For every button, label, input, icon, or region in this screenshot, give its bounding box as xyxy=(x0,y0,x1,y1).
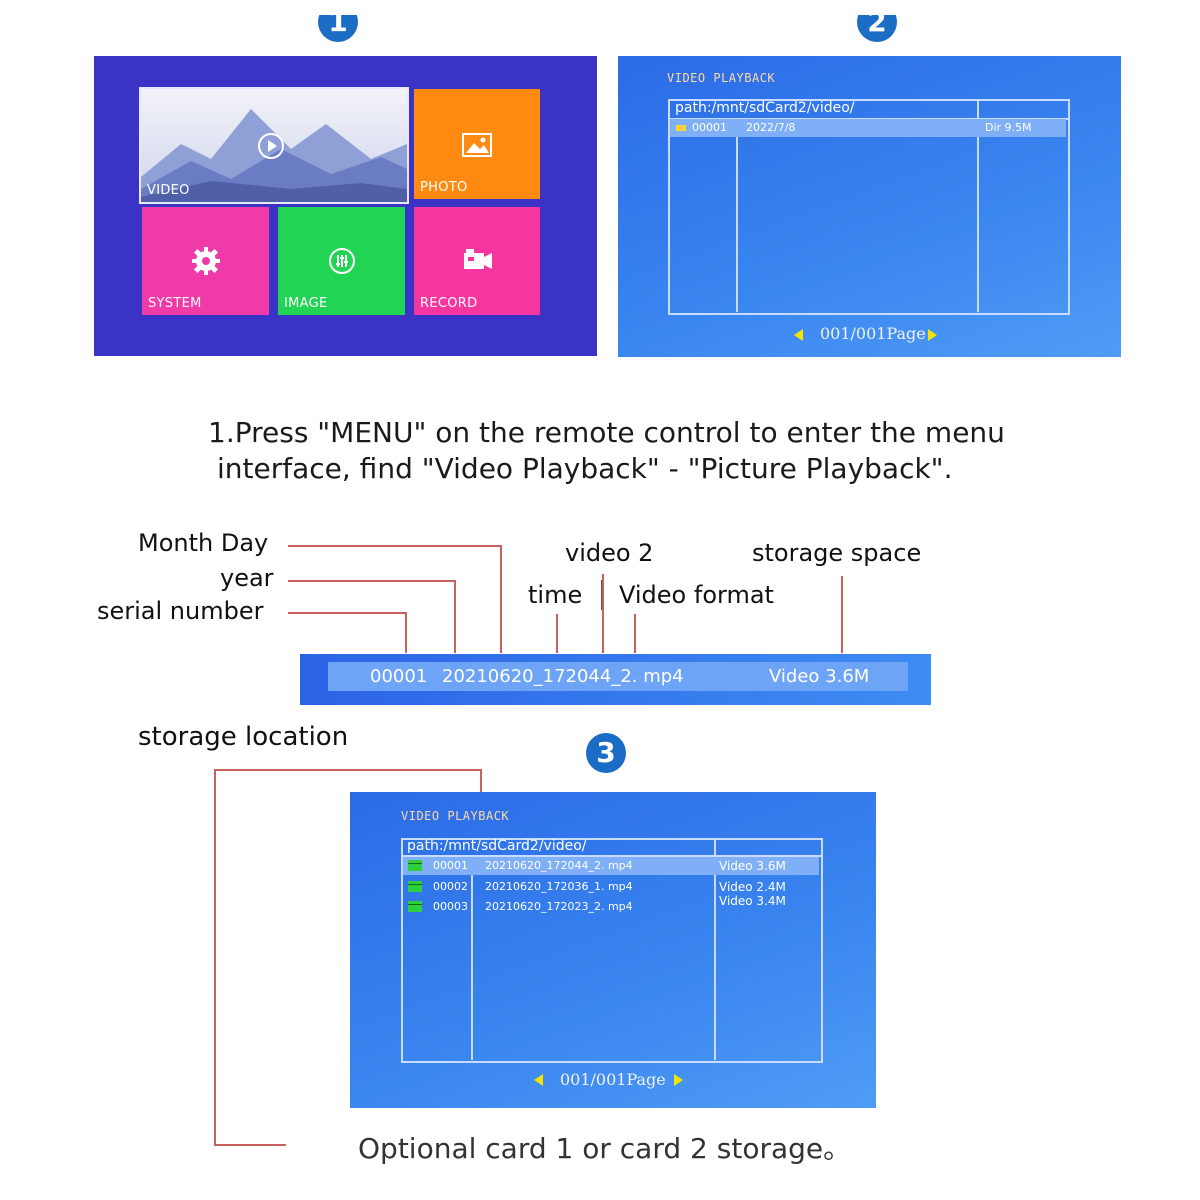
row-index: 00001 xyxy=(433,859,468,872)
file-row[interactable]: 00001 2022/7/8 Dir 9.5M xyxy=(670,119,1066,137)
row-name: 20210620_172044_2. mp4 xyxy=(485,859,633,872)
file-entry-example: 00001 20210620_172044_2. mp4 Video 3.6M xyxy=(300,654,931,705)
file-entry-name: 20210620_172044_2. mp4 xyxy=(442,666,684,687)
file-row[interactable]: 00002 20210620_172036_1. mp4 Video 2.4M xyxy=(403,878,819,896)
leader-line-year xyxy=(454,580,456,653)
row-info: Video 2.4M xyxy=(719,880,786,894)
label-year: year xyxy=(220,564,274,592)
tile-image[interactable]: IMAGE xyxy=(278,207,405,315)
tile-record-label: RECORD xyxy=(420,296,478,311)
mountain-scene-icon xyxy=(141,109,407,202)
tile-video-label: VIDEO xyxy=(147,183,190,198)
tile-system[interactable]: SYSTEM xyxy=(142,207,269,315)
leader-line-year xyxy=(288,580,456,582)
column-divider xyxy=(736,119,738,312)
tile-image-label: IMAGE xyxy=(284,296,328,311)
row-info: Video 3.4M xyxy=(719,894,786,908)
label-month-day: Month Day xyxy=(138,529,269,557)
tile-record[interactable]: RECORD xyxy=(414,207,540,315)
page-prev-icon[interactable] xyxy=(534,1074,543,1086)
tile-photo[interactable]: PHOTO xyxy=(414,89,540,199)
label-time: time xyxy=(528,581,583,609)
page-indicator: 001/001Page xyxy=(820,324,926,343)
leader-line-time xyxy=(556,614,558,653)
column-divider xyxy=(977,99,979,312)
row-index: 00002 xyxy=(433,880,468,893)
leader-line-serial xyxy=(288,612,407,614)
page-next-icon[interactable] xyxy=(928,329,937,341)
leader-line-month-day xyxy=(288,545,502,547)
playback-title: VIDEO PLAYBACK xyxy=(667,71,776,85)
leader-line-video-2 xyxy=(602,574,604,653)
label-video-2: video 2 xyxy=(565,539,654,567)
step-3-number: 3 xyxy=(596,736,616,769)
leader-line-storage-location xyxy=(214,1144,286,1146)
main-menu-panel: VIDEO PHOTO SYSTEM xyxy=(94,56,597,356)
step-1-number: 1 xyxy=(328,5,348,38)
video-playback-panel-files: VIDEO PLAYBACK path:/mnt/sdCard2/video/ … xyxy=(350,792,876,1108)
step-1-badge: 1 xyxy=(318,5,358,42)
path-label: path:/mnt/sdCard2/video/ xyxy=(675,100,855,116)
file-list-frame xyxy=(668,99,1070,315)
video-file-icon xyxy=(408,881,422,892)
label-storage-space: storage space xyxy=(752,539,922,567)
video-playback-panel-folder: VIDEO PLAYBACK path:/mnt/sdCard2/video/ … xyxy=(618,56,1121,357)
file-list-frame xyxy=(401,838,823,1063)
step-2-number: 2 xyxy=(867,5,887,38)
camera-icon xyxy=(464,249,492,269)
leader-line-video-format xyxy=(634,614,636,653)
footer-note: Optional card 1 or card 2 storage。 xyxy=(358,1132,852,1165)
label-serial-number: serial number xyxy=(97,597,264,625)
tile-system-label: SYSTEM xyxy=(148,296,202,311)
leader-line-serial xyxy=(405,612,407,653)
row-date: 2022/7/8 xyxy=(746,121,796,134)
row-index: 00003 xyxy=(433,900,468,913)
leader-line-storage-location xyxy=(214,769,482,771)
instruction-line-1: 1.Press "MENU" on the remote control to … xyxy=(208,416,1005,449)
playback-title: VIDEO PLAYBACK xyxy=(401,809,510,823)
row-info: Dir 9.5M xyxy=(985,121,1032,134)
tile-video[interactable]: VIDEO xyxy=(139,87,409,204)
gear-icon xyxy=(192,247,220,275)
file-row[interactable]: 00001 20210620_172044_2. mp4 Video 3.6M xyxy=(403,857,819,875)
row-index: 00001 xyxy=(692,121,727,134)
step-2-badge: 2 xyxy=(857,5,897,42)
instruction-line-2: interface, find "Video Playback" - "Pict… xyxy=(217,452,953,485)
step-3-badge: 3 xyxy=(586,733,626,773)
leader-line-storage-space xyxy=(841,576,843,653)
label-storage-location: storage location xyxy=(138,722,349,752)
row-name: 20210620_172036_1. mp4 xyxy=(485,880,633,893)
header-divider xyxy=(401,855,821,857)
row-name: 20210620_172023_2. mp4 xyxy=(485,900,633,913)
file-entry-index: 00001 xyxy=(370,666,428,687)
page-next-icon[interactable] xyxy=(674,1074,683,1086)
page-prev-icon[interactable] xyxy=(794,329,803,341)
equalizer-icon xyxy=(329,248,355,274)
video-file-icon xyxy=(408,860,422,871)
folder-icon xyxy=(676,125,686,131)
file-entry-info: Video 3.6M xyxy=(769,666,870,687)
column-divider xyxy=(471,856,473,1060)
video-file-icon xyxy=(408,901,422,912)
file-row[interactable]: 00003 20210620_172023_2. mp4 Video 3.4M xyxy=(403,894,819,916)
picture-icon xyxy=(462,133,492,157)
play-circle-icon[interactable] xyxy=(256,131,286,161)
row-info: Video 3.6M xyxy=(719,859,786,873)
leader-line-month-day xyxy=(500,545,502,653)
file-entry-highlight: 00001 20210620_172044_2. mp4 Video 3.6M xyxy=(328,662,908,691)
page-indicator: 001/001Page xyxy=(560,1070,666,1089)
leader-line-storage-location xyxy=(214,769,216,1146)
label-video-format: Video format xyxy=(619,581,774,609)
path-label: path:/mnt/sdCard2/video/ xyxy=(407,838,587,854)
column-divider xyxy=(714,838,716,1060)
tile-photo-label: PHOTO xyxy=(420,180,468,195)
